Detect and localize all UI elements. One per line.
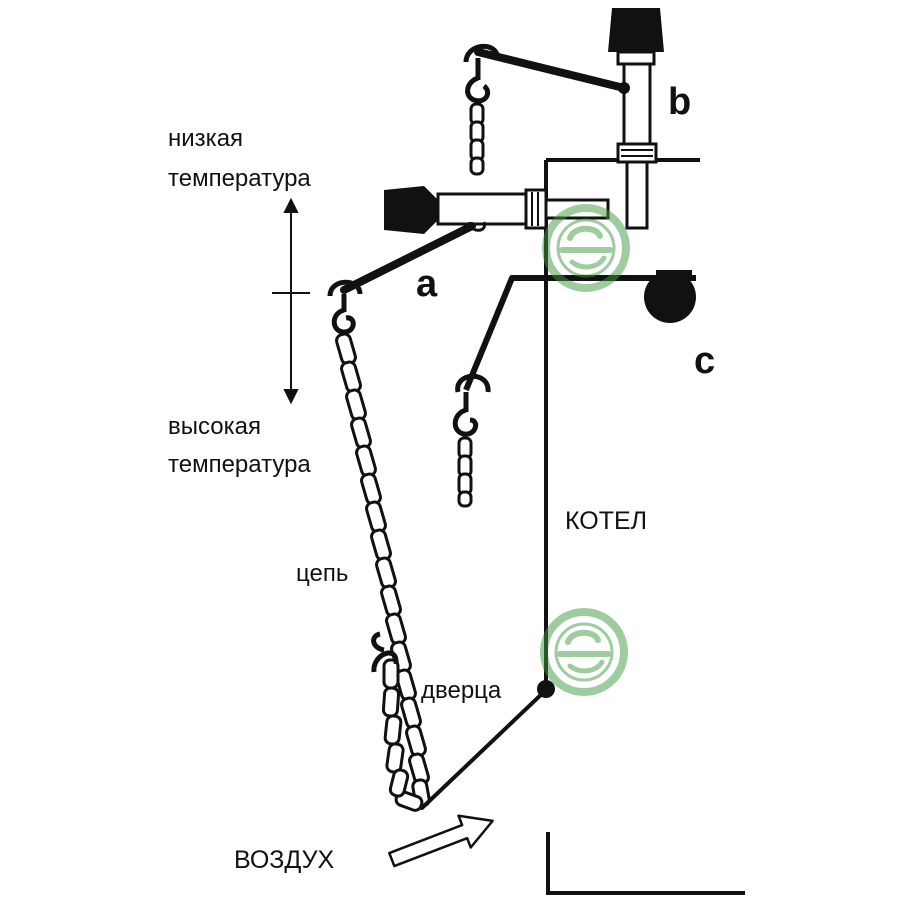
- chain-hook: [371, 631, 399, 673]
- label-c: c: [694, 340, 715, 382]
- lever-arm-a: [327, 222, 476, 335]
- chain: [335, 332, 431, 812]
- label-low-temp-line2: температура: [168, 165, 311, 192]
- label-boiler: КОТЕЛ: [565, 507, 647, 535]
- logo-watermark-icon: [540, 608, 628, 696]
- thermostat-b: [608, 8, 664, 230]
- label-a: a: [416, 263, 438, 305]
- label-door: дверца: [421, 677, 502, 704]
- logo-watermark-icon: [542, 204, 630, 292]
- label-high-temp-line1: высокая: [168, 413, 261, 440]
- temperature-range-arrow: [272, 197, 310, 405]
- lever-c: [452, 270, 696, 508]
- label-chain: цепь: [296, 560, 348, 587]
- door: [420, 680, 555, 810]
- hollow-arrow-icon: [388, 814, 494, 868]
- label-b: b: [668, 81, 691, 123]
- lever-arm-b: [463, 43, 628, 176]
- label-low-temp-line1: низкая: [168, 125, 243, 152]
- label-air: ВОЗДУХ: [234, 846, 334, 874]
- label-high-temp-line2: температура: [168, 451, 311, 478]
